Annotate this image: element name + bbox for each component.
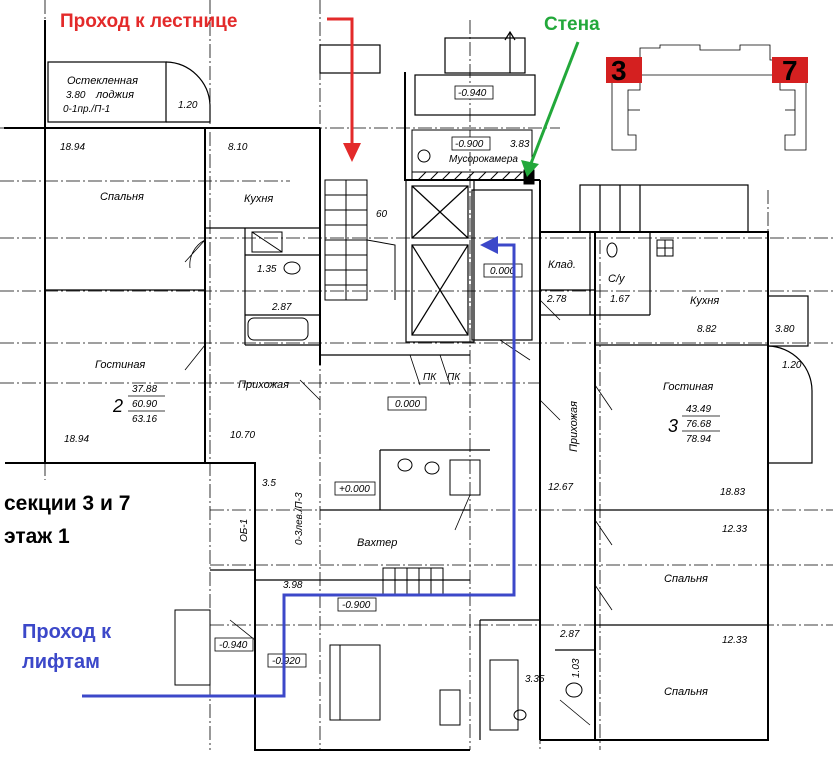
lower-level-mark-2: -0.920 (272, 656, 301, 667)
living-left-area: 18.94 (64, 434, 89, 445)
wc-left-area: 2.87 (271, 302, 292, 313)
hall-right-label: Прихожая (568, 401, 580, 452)
bath-left-area: 1.35 (257, 264, 277, 275)
lift-passage-arrow (82, 236, 516, 698)
section-7-badge: 7 (782, 55, 798, 86)
kitchen-left-label: Кухня (244, 193, 273, 205)
living-right-label: Гостиная (663, 381, 713, 393)
wall-arrow (521, 41, 580, 177)
section-3-badge: 3 (611, 55, 627, 86)
storage-label: Клад. (548, 259, 576, 271)
pk-label-1: ПК (423, 372, 437, 383)
loggia-label: Остекленная (67, 75, 138, 87)
garbage-room-label: Мусорокамера (449, 154, 518, 165)
garbage-room-area: 3.83 (510, 139, 530, 150)
hall-left-label: Прихожая (238, 379, 289, 391)
lower-level-mark-1: -0.940 (219, 640, 248, 651)
storage-area: 2.78 (546, 294, 567, 305)
door-code: 0-3лев./П-3 (294, 492, 305, 545)
kitchen-right-label: Кухня (690, 295, 719, 307)
stair-width: 60 (376, 209, 388, 220)
corridor-level-mark: 0.000 (395, 399, 420, 410)
bedroom-right2-label: Спальня (664, 686, 708, 698)
partitions (45, 227, 768, 740)
fixtures (247, 149, 674, 721)
pk-label-2: ПК (447, 372, 461, 383)
area-103: 1.03 (571, 658, 582, 678)
bedroom-right1-label: Спальня (664, 573, 708, 585)
bedroom-right1-area: 12.33 (722, 524, 747, 535)
top-loggia (47, 61, 211, 123)
bedroom-right2-area: 12.33 (722, 635, 747, 646)
lift-passage-label-line2: лифтам (22, 651, 100, 673)
ob-code: ОБ-1 (239, 519, 250, 542)
small-area: 3.5 (262, 478, 276, 489)
top-blocks (319, 30, 536, 116)
outer-walls (4, 20, 769, 751)
section-key: 3 7 (606, 44, 808, 151)
living-right-area: 18.83 (720, 487, 745, 498)
apartment-left-number: 2 (112, 396, 123, 416)
balcony-right-area: 3.80 (775, 324, 795, 335)
apartment-left-area-b: 60.90 (132, 399, 157, 410)
hall-right-area: 12.67 (548, 482, 573, 493)
entry-level-mark: -0.900 (342, 600, 371, 611)
staircase-main (324, 179, 396, 301)
section-7-marker (772, 57, 808, 83)
loggia-code: 0-1пр./П-1 (63, 104, 110, 115)
guard-level-mark: +0.000 (339, 484, 370, 495)
hall-left-area: 10.70 (230, 430, 255, 441)
stairs-passage-label: Проход к лестнице (60, 11, 237, 32)
sections-label-line1: секции 3 и 7 (4, 492, 130, 515)
guard-room-label: Вахтер (357, 537, 397, 549)
apartment-right-area-c: 78.94 (686, 434, 711, 445)
apartment-left-area-c: 63.16 (132, 414, 157, 425)
loggia-word: лоджия (95, 89, 134, 101)
right-balcony (579, 184, 813, 464)
area-398: 3.98 (283, 580, 303, 591)
garbage-room (411, 129, 535, 185)
area-287b: 2.87 (559, 629, 580, 640)
garbage-room-level: -0.900 (455, 139, 484, 150)
loggia-small-area: 1.20 (178, 100, 198, 111)
balcony-right-small-area: 1.20 (782, 360, 802, 371)
bedroom-left-label: Спальня (100, 191, 144, 203)
section-3-marker (606, 57, 642, 83)
kitchen-left-area: 8.10 (228, 142, 248, 153)
apartment-left-area-a: 37.88 (132, 384, 157, 395)
loggia-area: 3.80 (66, 90, 86, 101)
room-labels: Остекленная 3.80 лоджия 0-1пр./П-1 1.20 … (60, 75, 802, 698)
kitchen-right-area: 8.82 (697, 324, 717, 335)
bath-right-label: С/у (608, 273, 626, 285)
living-left-label: Гостиная (95, 359, 145, 371)
area-335: 3.35 (525, 674, 545, 685)
wall-label: Стена (544, 14, 600, 35)
apartment-right-area-b: 76.68 (686, 419, 711, 430)
sections-label-line2: этаж 1 (4, 525, 70, 548)
apartment-right-number: 3 (668, 416, 678, 436)
bottom-stair (174, 567, 519, 731)
lift-passage-label-line1: Проход к (22, 621, 112, 643)
stairs-passage-arrow (327, 17, 361, 162)
apartment-right-area-a: 43.49 (686, 404, 711, 415)
door-swings (184, 239, 613, 726)
shaft-level-mark: 0.000 (490, 266, 515, 277)
bath-right-area: 1.67 (610, 294, 630, 305)
top-level-mark: -0.940 (458, 88, 487, 99)
plan-linework (0, 0, 833, 751)
bedroom-left-area: 18.94 (60, 142, 85, 153)
